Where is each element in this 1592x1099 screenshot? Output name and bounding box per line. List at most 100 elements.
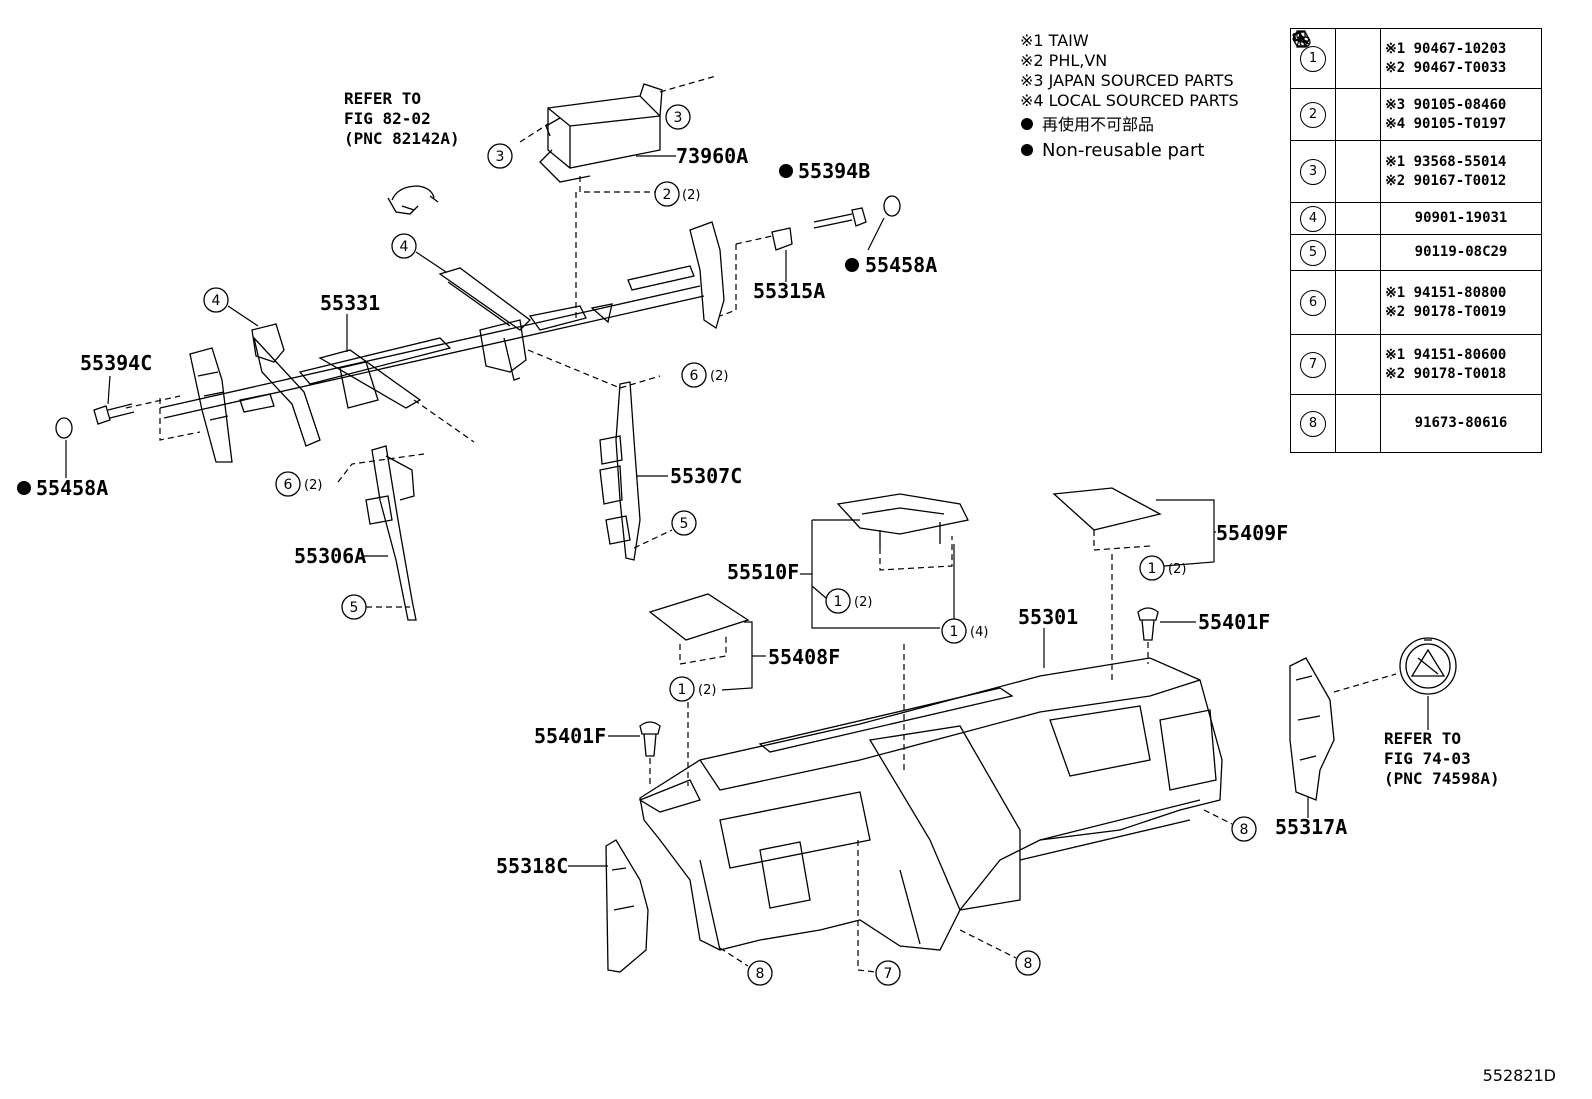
note-2: ※2 PHL,VN	[1020, 51, 1107, 70]
legend-part-numbers: ※1 94151-80800※2 90178-T0019	[1380, 270, 1542, 335]
leader-dash	[519, 123, 549, 143]
refer-right-line2: FIG 74-03	[1384, 749, 1471, 768]
quantity: (2)	[698, 683, 716, 698]
part-55408F: 55408F	[768, 645, 840, 669]
note-3: ※3 JAPAN SOURCED PARTS	[1020, 71, 1234, 90]
brace-55307C	[599, 381, 641, 561]
leader-dash	[1333, 673, 1397, 693]
part-55401F-left: 55401F	[534, 724, 606, 748]
legend-number: 3	[1290, 140, 1336, 203]
callout-1	[669, 676, 695, 702]
airbag-warning-label	[1399, 637, 1457, 695]
callout-8	[1015, 950, 1041, 976]
figure-code: 552821D	[1482, 1066, 1556, 1085]
svg-text:1: 1	[1148, 561, 1157, 577]
part-55315A: 55315A	[753, 279, 825, 303]
svg-text:8: 8	[1240, 822, 1249, 838]
screw-icon	[1292, 30, 1381, 141]
legend-part-number: ※2 90467-T0033	[1385, 59, 1507, 76]
screw-icon	[1292, 30, 1381, 453]
instrument-panel-55301	[638, 657, 1223, 951]
leader-dash	[337, 453, 425, 483]
legend-row: 3 ※1 93568-55014※2 90167-T0012	[1290, 30, 1542, 203]
legend-part-number: ※1 94151-80600	[1385, 346, 1507, 363]
legend-part-numbers: 90119-08C29	[1380, 234, 1542, 271]
leader-dash	[879, 536, 953, 571]
leader-line	[811, 520, 940, 629]
part-55301: 55301	[1018, 605, 1078, 629]
washer-55458A-left	[55, 417, 73, 439]
legend-part-number: 90901-19031	[1414, 210, 1508, 226]
part-55394C: 55394C	[80, 351, 152, 375]
legend-number: 4	[1290, 202, 1336, 235]
leader-dash	[719, 947, 749, 967]
part-55317A: 55317A	[1275, 815, 1347, 839]
wire-harness-clip	[387, 185, 439, 215]
leader-dash	[1203, 809, 1233, 825]
svg-text:3: 3	[496, 149, 505, 165]
note-4: ※4 LOCAL SOURCED PARTS	[1020, 91, 1239, 110]
part-73960A: 73960A	[676, 144, 748, 168]
non-reusable-dot-icon	[17, 481, 31, 495]
callout-4	[391, 233, 417, 259]
svg-text:5: 5	[350, 600, 359, 616]
part-55307C: 55307C	[670, 464, 742, 488]
legend-part-number: 91673-80616	[1414, 415, 1508, 431]
leader-line	[107, 375, 111, 405]
legend-number: 8	[1290, 394, 1336, 453]
callout-5	[671, 510, 697, 536]
bolt-55394B	[813, 207, 867, 229]
svg-text:1: 1	[678, 682, 687, 698]
nut-icon	[1291, 30, 1381, 395]
legend-part-numbers: ※1 94151-80600 ※2 90178-T0018	[1380, 334, 1542, 395]
legend-number: 2	[1290, 88, 1336, 141]
legend-part-number: ※2 90178-T0018	[1385, 365, 1507, 382]
callout-7	[875, 960, 901, 986]
refer-top-line2: FIG 82-02	[344, 109, 431, 128]
legend-part-numbers: ※1 93568-55014※2 90167-T0012	[1380, 140, 1542, 203]
leader-dash	[719, 244, 737, 317]
leader-line	[1156, 499, 1215, 567]
refer-right-line3: (PNC 74598A)	[1384, 769, 1500, 788]
part-55306A: 55306A	[294, 544, 366, 568]
legend-row: 7※1 94151-80600※2 90178-T0018	[1290, 30, 1542, 395]
quantity: (2)	[682, 188, 700, 203]
svg-text:2: 2	[663, 187, 672, 203]
callout-1	[1139, 555, 1165, 581]
leader-dash	[735, 235, 773, 245]
side-panel-55318C	[605, 839, 649, 973]
legend-row: 2※3 90105-08460※4 90105-T0197	[1290, 30, 1542, 141]
part-55458A-left: 55458A	[36, 476, 108, 500]
knee-airbag-assembly	[539, 83, 663, 183]
callout-4	[203, 287, 229, 313]
leader-line	[721, 621, 753, 691]
legend-part-numbers: 90901-19031	[1380, 202, 1542, 235]
svg-text:4: 4	[400, 239, 409, 255]
part-55318C: 55318C	[496, 854, 568, 878]
svg-text:6: 6	[284, 477, 293, 493]
callout-8	[1231, 816, 1257, 842]
legend-part-number: ※1 90467-10203	[1385, 40, 1507, 57]
side-panel-55317A	[1289, 657, 1335, 801]
part-55401F-right: 55401F	[1198, 610, 1270, 634]
leader-dash	[125, 395, 181, 409]
center-cluster-panel-55510F	[836, 493, 969, 548]
svg-text:4: 4	[212, 293, 221, 309]
leader-line	[811, 585, 827, 599]
part-55510F: 55510F	[727, 560, 799, 584]
part-55409F: 55409F	[1216, 521, 1288, 545]
svg-text:8: 8	[1024, 956, 1033, 972]
clip-55401F-right	[1137, 607, 1159, 641]
part-55458A-right: 55458A	[865, 253, 937, 277]
svg-text:7: 7	[884, 966, 893, 982]
bolt-55394C	[93, 403, 135, 425]
legend-row: 8 91673-80616	[1290, 30, 1542, 453]
svg-text:5: 5	[680, 516, 689, 532]
legend-part-number: ※1 93568-55014	[1385, 153, 1507, 170]
quantity: (2)	[854, 595, 872, 610]
callout-8	[747, 960, 773, 986]
